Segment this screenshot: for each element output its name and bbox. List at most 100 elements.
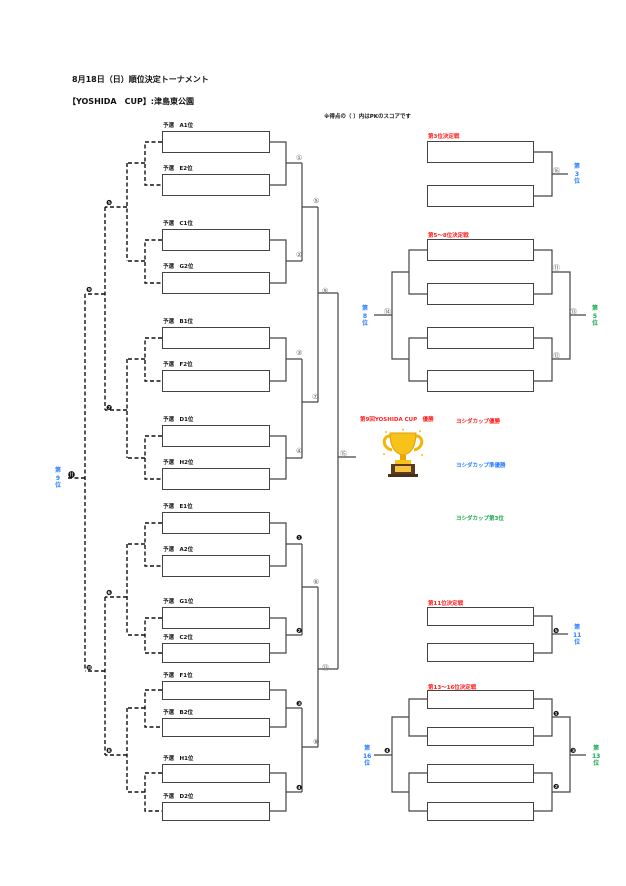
seed-label: 予選 B1位 — [163, 319, 194, 325]
seed-slot[interactable] — [162, 681, 270, 700]
match-number: ④ — [296, 447, 303, 455]
pk-note: ※得点の（ ）内はPKのスコアです — [324, 114, 412, 120]
connector-final — [337, 293, 356, 669]
fifth-eighth-title: 第5～8位決定戦 — [428, 233, 469, 239]
dash-c5 — [127, 522, 162, 567]
connector-13-16-right — [534, 698, 586, 812]
fifth-eighth-slot-4[interactable] — [427, 370, 534, 392]
seed-slot[interactable] — [162, 802, 270, 821]
match-number: ❶ — [296, 534, 303, 542]
third-slot-2[interactable] — [427, 185, 534, 207]
fifth-eighth-slot-3[interactable] — [427, 327, 534, 349]
connector-m1 — [270, 141, 302, 186]
match-number: ❹ — [384, 747, 391, 755]
match-number: ❷ — [553, 783, 560, 791]
seed-label: 予選 C1位 — [163, 221, 193, 227]
page-title: 8月18日（日）順位決定トーナメント — [72, 75, 209, 84]
dash-c6 — [127, 617, 162, 654]
eleventh-slot-1[interactable] — [427, 607, 534, 626]
fifth-eighth-slot-2[interactable] — [427, 283, 534, 305]
thirteenth-rank-label: 第 13 位 — [592, 745, 601, 767]
seed-label: 予選 E2位 — [163, 166, 193, 172]
seed-slot[interactable] — [162, 425, 270, 447]
match-number: ③ — [296, 349, 303, 357]
seed-slot[interactable] — [162, 131, 270, 153]
seed-slot[interactable] — [162, 327, 270, 349]
thirteenth-slot-1[interactable] — [427, 690, 534, 709]
seed-slot[interactable] — [162, 174, 270, 196]
match-number: ❾ — [86, 286, 93, 294]
seed-label: 予選 E1位 — [163, 504, 193, 510]
seed-slot[interactable] — [162, 370, 270, 392]
sixteenth-rank-label: 第 16 位 — [363, 745, 372, 767]
thirteenth-slot-3[interactable] — [427, 764, 534, 783]
seed-slot[interactable] — [162, 555, 270, 577]
fifth-rank-label: 第 5 位 — [592, 305, 599, 327]
seed-slot[interactable] — [162, 272, 270, 294]
match-number: ❺ — [106, 199, 113, 207]
match-number: ⑬ — [570, 308, 577, 316]
dash-c4 — [127, 435, 162, 480]
third-slot-1[interactable] — [427, 141, 534, 163]
dash-r3-a — [85, 207, 106, 410]
connector-m8 — [270, 772, 302, 812]
champion-label: ヨシダカップ優勝 — [456, 419, 501, 425]
dash-c3 — [127, 337, 162, 382]
thirteenth-slot-2[interactable] — [427, 727, 534, 746]
seed-slot[interactable] — [162, 607, 270, 629]
connector-r2-c — [301, 544, 318, 635]
venue-title: 【YOSHIDA CUP】:津島東公園 — [68, 97, 195, 106]
connector-5-8-left — [374, 249, 427, 382]
match-number: ❿ — [86, 664, 93, 672]
match-number: ⑦ — [312, 393, 319, 401]
connector-r2-b — [301, 359, 318, 458]
eleventh-rank-label: 第 11 位 — [573, 624, 582, 646]
seed-slot[interactable] — [162, 512, 270, 534]
match-number: ② — [296, 251, 303, 259]
connector-13-16-left — [374, 698, 427, 812]
dash-r2-d — [105, 708, 128, 792]
match-number: ⑤ — [313, 197, 320, 205]
dash-c7 — [127, 689, 162, 728]
seed-label: 予選 H2位 — [163, 460, 194, 466]
match-number: ⑨ — [322, 287, 329, 295]
connector-m5 — [270, 522, 302, 567]
connector-r2-d — [301, 708, 318, 792]
connector-m6 — [270, 617, 302, 654]
match-number: ❻ — [106, 589, 113, 597]
connector-5-8-right — [534, 249, 586, 382]
match-number: ⑧ — [313, 738, 320, 746]
match-number: ⓫ — [68, 471, 75, 479]
seed-slot[interactable] — [162, 643, 270, 663]
match-number: ❼ — [106, 404, 113, 412]
seed-slot[interactable] — [162, 764, 270, 783]
seed-slot[interactable] — [162, 718, 270, 737]
seed-slot[interactable] — [162, 229, 270, 251]
seed-label: 予選 G1位 — [163, 599, 194, 605]
match-number: ❹ — [296, 784, 303, 792]
match-number: ❺ — [553, 627, 560, 635]
dash-final — [68, 294, 86, 671]
eleventh-slot-2[interactable] — [427, 643, 534, 662]
seed-label: 予選 A1位 — [163, 123, 194, 129]
seed-slot[interactable] — [162, 468, 270, 490]
seed-label: 予選 H1位 — [163, 756, 194, 762]
trophy-icon — [378, 428, 428, 478]
eighth-rank-label: 第 8 位 — [362, 305, 369, 327]
seed-label: 予選 G2位 — [163, 264, 194, 270]
dash-c1 — [127, 141, 162, 186]
connector-r3-b — [317, 587, 338, 747]
dash-r2-c — [105, 544, 128, 635]
dash-c8 — [127, 772, 162, 812]
match-number: ❷ — [296, 627, 303, 635]
match-number: ① — [296, 154, 303, 162]
thirteenth-slot-4[interactable] — [427, 802, 534, 821]
match-number: ❽ — [106, 747, 113, 755]
runner-up-label: ヨシダカップ準優勝 — [456, 463, 506, 469]
dash-r2-a — [105, 163, 128, 261]
fifth-eighth-slot-1[interactable] — [427, 239, 534, 261]
eleventh-title: 第11位決定戦 — [428, 601, 464, 607]
connector-m7 — [270, 689, 302, 728]
seed-label: 予選 F2位 — [163, 362, 193, 368]
connector-m2 — [270, 239, 302, 284]
